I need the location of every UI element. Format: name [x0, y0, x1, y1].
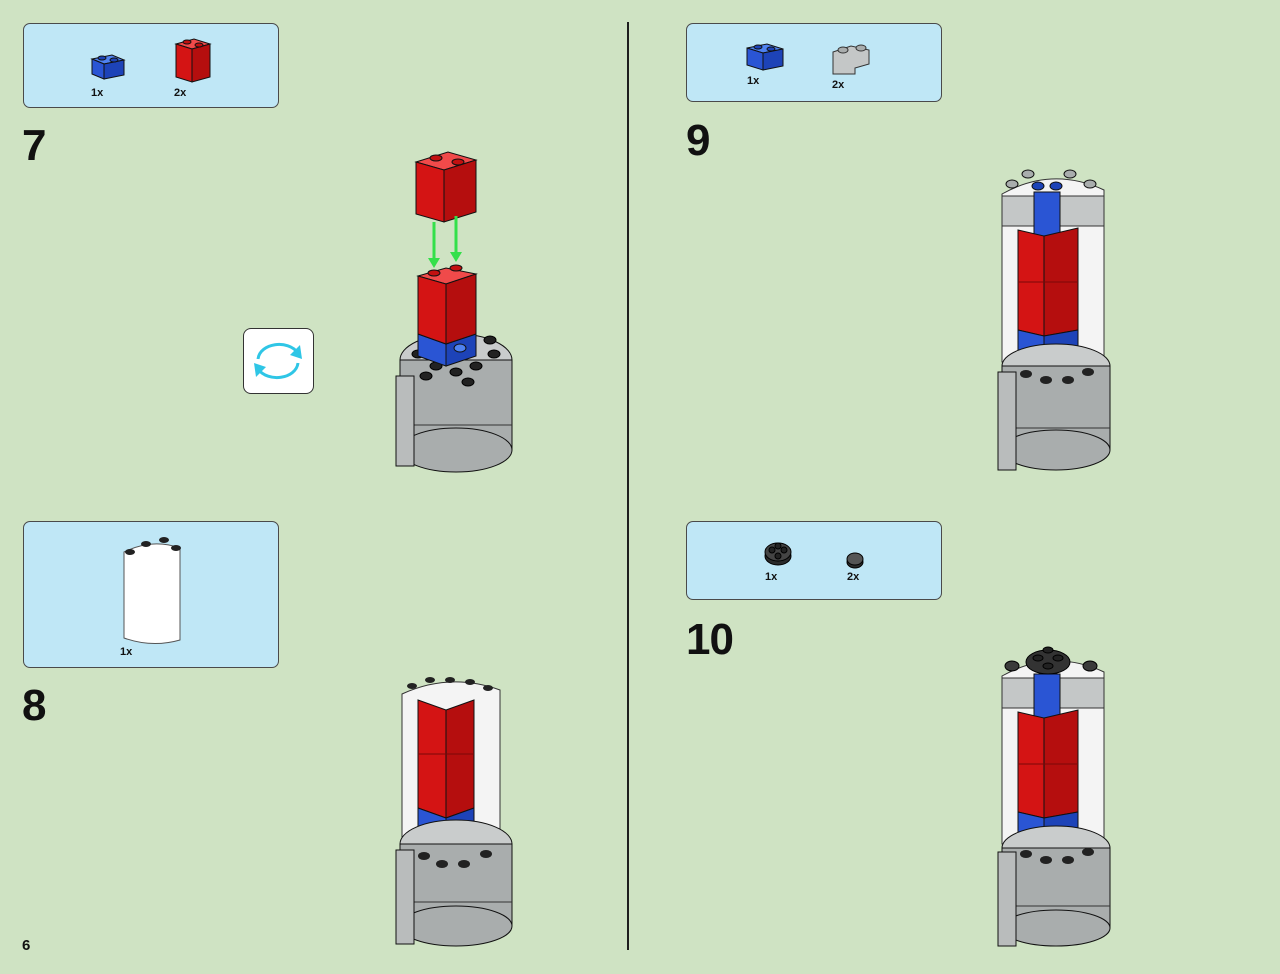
step-8-qty-1: 1x — [120, 646, 133, 658]
step-10-model — [997, 646, 1111, 947]
step-7-qty-1: 1x — [91, 87, 104, 99]
step-10-parts-callout: 1x 2x — [686, 521, 942, 600]
blue-brick-icon — [746, 43, 784, 71]
step-7-qty-2: 2x — [174, 87, 187, 99]
step-9-qty-1: 1x — [747, 75, 760, 87]
grey-corner-plate-icon — [832, 44, 870, 75]
rotate-model-icon — [254, 343, 302, 379]
red-brick-icon — [174, 38, 212, 83]
page-divider — [627, 22, 629, 950]
step-9-model — [997, 169, 1111, 471]
step-8-number: 8 — [22, 681, 47, 730]
step-10-number: 10 — [686, 615, 734, 664]
step-10-qty-1: 1x — [765, 571, 778, 583]
step-9-parts-callout: 1x 2x — [686, 23, 942, 102]
step-9-qty-2: 2x — [832, 79, 845, 91]
step-7-parts-callout: 1x 2x — [23, 23, 279, 108]
blue-brick-icon — [90, 54, 126, 80]
rotate-model-button[interactable] — [243, 328, 314, 394]
dark-round-stud-icon — [846, 552, 864, 569]
step-8-parts-callout: 1x — [23, 521, 279, 668]
step-8-model — [395, 677, 513, 947]
white-curved-panel-icon — [123, 537, 181, 644]
step-9-number: 9 — [686, 116, 711, 165]
step-7-number: 7 — [22, 121, 47, 170]
page-number: 6 — [22, 937, 31, 954]
dark-round-plate-icon — [764, 542, 792, 566]
step-10-qty-2: 2x — [847, 571, 860, 583]
step-7-model — [395, 151, 513, 473]
